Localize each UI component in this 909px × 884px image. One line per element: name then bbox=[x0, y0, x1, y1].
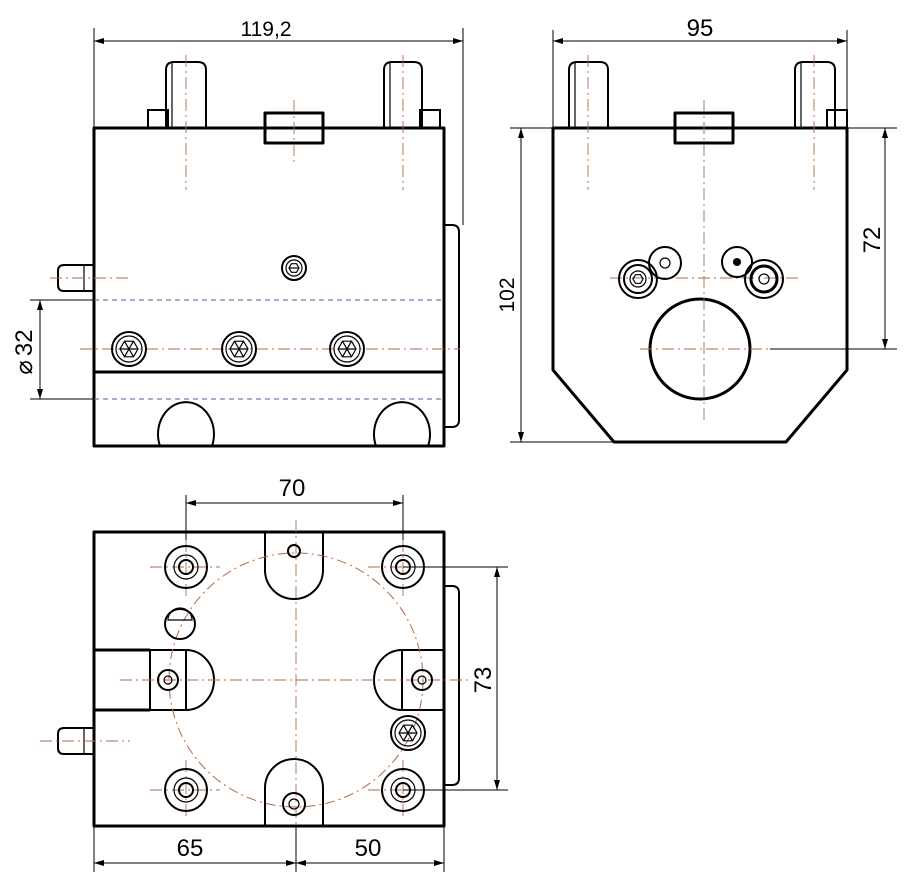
dim-front-width-label: 119,2 bbox=[241, 18, 292, 41]
diameter-symbol: ⌀ bbox=[11, 360, 38, 374]
front-small-screw bbox=[281, 255, 307, 281]
dim-top-right-length-label: 50 bbox=[355, 835, 382, 862]
dim-side-width-label: 95 bbox=[687, 15, 714, 42]
front-pin-left bbox=[147, 61, 207, 129]
side-fitting-right bbox=[721, 246, 784, 299]
front-view: 119,2 ⌀ 32 bbox=[11, 18, 464, 448]
top-view: 70 73 65 50 bbox=[40, 475, 508, 872]
top-hex-bolt bbox=[390, 715, 426, 751]
front-hex-bolt-3 bbox=[329, 331, 365, 367]
front-relief-left bbox=[157, 401, 215, 447]
dim-top-lengths: 65 50 bbox=[93, 826, 445, 872]
svg-text:⌀32: ⌀ 32 bbox=[11, 329, 38, 374]
dim-side-height: 102 bbox=[496, 127, 614, 443]
dim-top-bolt-spacing-label: 70 bbox=[279, 475, 306, 502]
dim-bore-diameter: ⌀ 32 bbox=[11, 299, 94, 400]
front-body bbox=[92, 126, 446, 448]
dim-top-depth: 73 bbox=[403, 566, 508, 791]
top-body bbox=[92, 530, 446, 828]
dim-bore-diameter-label: 32 bbox=[11, 329, 38, 356]
top-slot-lower bbox=[264, 758, 324, 826]
dim-front-width: 119,2 bbox=[93, 18, 464, 225]
side-fitting-left bbox=[618, 246, 682, 299]
dim-side-height-label: 102 bbox=[496, 277, 519, 312]
side-view: 95 102 72 bbox=[496, 15, 897, 444]
top-fitting bbox=[164, 607, 196, 640]
top-side-plate bbox=[444, 585, 460, 786]
side-pin-left bbox=[568, 61, 609, 128]
dim-top-bolt-spacing: 70 bbox=[185, 475, 404, 540]
front-relief-right bbox=[373, 401, 431, 447]
side-pin-right bbox=[794, 61, 848, 129]
dim-side-bore-height-label: 72 bbox=[859, 227, 886, 254]
front-pin-right bbox=[383, 61, 441, 129]
dim-side-bore-height: 72 bbox=[770, 127, 897, 350]
top-slot-upper bbox=[264, 532, 324, 600]
dim-side-width: 95 bbox=[552, 15, 848, 128]
dim-top-left-length-label: 65 bbox=[177, 835, 204, 862]
dim-top-depth-label: 73 bbox=[470, 667, 497, 694]
side-body bbox=[551, 126, 849, 444]
front-side-plate bbox=[444, 224, 460, 428]
